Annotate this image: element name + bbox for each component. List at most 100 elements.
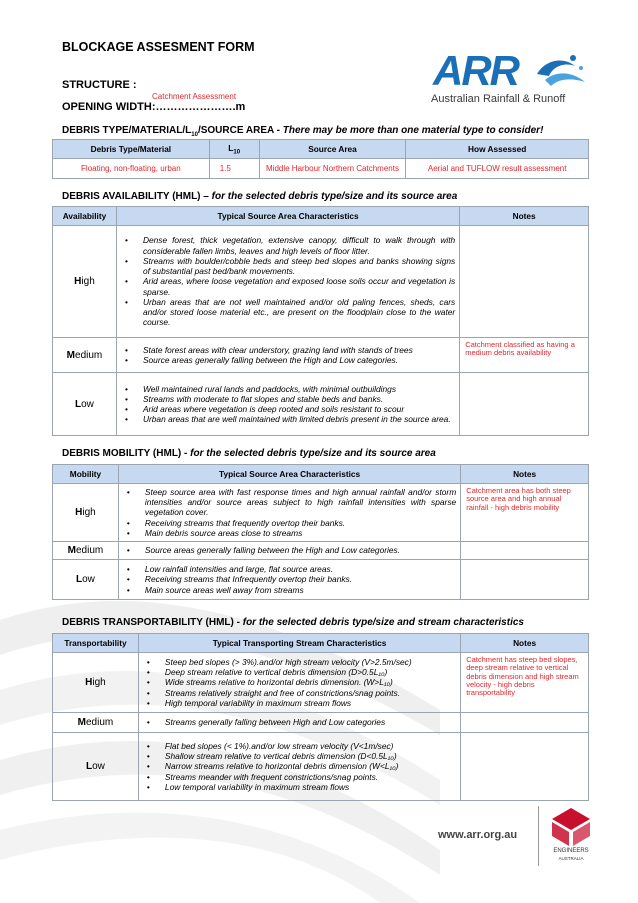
notes-cell[interactable] <box>459 225 589 338</box>
opening-width-annotation: Catchment Assessment <box>152 92 237 101</box>
footer-org-line2: AUSTRALIA <box>558 856 584 861</box>
table-row: High Steep source area with fast respons… <box>52 483 589 542</box>
col-l10: L10 <box>208 139 260 159</box>
arr-logo: ARR Australian Rainfall & Runoff <box>425 47 590 110</box>
footer-url[interactable]: www.arr.org.au <box>438 829 518 841</box>
list-item: Steep source area with fast response tim… <box>125 487 456 518</box>
table-row: High Steep bed slopes (> 3%).and/or high… <box>52 652 589 713</box>
level-high: High <box>52 652 139 713</box>
list-item: Dense forest, thick vegetation, extensiv… <box>123 235 455 256</box>
characteristics-list: Well maintained rural lands and paddocks… <box>117 382 459 427</box>
level-high: High <box>52 483 119 542</box>
col-notes: Notes <box>460 464 589 484</box>
debris-type-heading: DEBRIS TYPE/MATERIAL/L10/SOURCE AREA - T… <box>62 125 544 138</box>
logo-text: ARR <box>432 48 521 94</box>
transportability-table: Transportability Typical Transporting St… <box>52 633 589 801</box>
list-item: Deep stream relative to vertical debris … <box>145 667 456 678</box>
table-row: Floating, non-floating, urban 1.5 Middle… <box>52 158 589 179</box>
structure-label: STRUCTURE : <box>62 79 137 91</box>
col-notes: Notes <box>459 206 589 226</box>
list-item: Low temporal variability in maximum stre… <box>145 782 456 793</box>
list-item: Shallow stream relative to vertical debr… <box>145 751 456 762</box>
table-row: Low Well maintained rural lands and padd… <box>52 372 589 436</box>
list-item: High temporal variability in maximum str… <box>145 698 456 709</box>
level-low: Low <box>52 372 117 436</box>
notes-cell[interactable] <box>459 372 589 436</box>
l10-value[interactable]: 1.5 <box>208 158 260 179</box>
level-medium: Medium <box>52 541 119 560</box>
level-medium: Medium <box>52 337 117 373</box>
list-item: Streams generally falling between High a… <box>145 717 456 728</box>
notes-cell[interactable] <box>460 712 589 733</box>
list-item: Narrow streams relative to horizontal de… <box>145 761 456 772</box>
list-item: Receiving streams that Infrequently over… <box>125 574 456 585</box>
col-notes: Notes <box>460 633 589 653</box>
level-medium: Medium <box>52 712 139 733</box>
col-transportability: Transportability <box>52 633 139 653</box>
availability-table: Availability Typical Source Area Charact… <box>52 206 589 436</box>
list-item: Source areas generally falling between t… <box>125 545 456 556</box>
list-item: Arid areas where vegetation is deep root… <box>123 404 455 415</box>
characteristics-list: Source areas generally falling between t… <box>119 543 460 557</box>
engineers-australia-mark <box>552 808 590 846</box>
list-item: Streams with boulder/cobble beds and ste… <box>123 256 455 277</box>
col-source-area: Source Area <box>258 139 407 159</box>
transportability-heading: DEBRIS TRANSPORTABILITY (HML) - for the … <box>62 617 524 628</box>
notes-cell[interactable]: Catchment has steep bed slopes, deep str… <box>460 652 589 713</box>
col-debris-type: Debris Type/Material <box>52 139 210 159</box>
characteristics-list: Low rainfall intensities and large, flat… <box>119 562 460 597</box>
list-item: Well maintained rural lands and paddocks… <box>123 384 455 395</box>
debris-type-table: Debris Type/Material L10 Source Area How… <box>52 139 589 179</box>
list-item: Flat bed slopes (< 1%).and/or low stream… <box>145 741 456 752</box>
characteristics-list: Streams generally falling between High a… <box>139 715 460 729</box>
notes-cell[interactable] <box>460 559 589 600</box>
characteristics-list: Flat bed slopes (< 1%).and/or low stream… <box>139 739 460 794</box>
table-row: Medium Streams generally falling between… <box>52 712 589 733</box>
list-item: Source areas generally falling between t… <box>123 355 455 366</box>
col-availability: Availability <box>52 206 117 226</box>
col-characteristics: Typical Source Area Characteristics <box>115 206 461 226</box>
characteristics-list: Dense forest, thick vegetation, extensiv… <box>117 233 459 329</box>
how-assessed-value[interactable]: Aerial and TUFLOW result assessment <box>405 158 589 179</box>
list-item: Streams relatively straight and free of … <box>145 688 456 699</box>
source-area-value[interactable]: Middle Harbour Northern Catchments <box>258 158 407 179</box>
col-how-assessed: How Assessed <box>405 139 589 159</box>
col-characteristics: Typical Transporting Stream Characterist… <box>137 633 462 653</box>
footer-divider <box>538 806 539 866</box>
mobility-table: Mobility Typical Source Area Characteris… <box>52 464 589 600</box>
footer-org-line1: ENGINEERS <box>553 848 589 854</box>
opening-width-field[interactable]: OPENING WIDTH:………………….m Catchment Assess… <box>62 92 246 113</box>
level-high: High <box>52 225 117 338</box>
col-characteristics: Typical Source Area Characteristics <box>117 464 462 484</box>
list-item: Wide streams relative to horizontal debr… <box>145 677 456 688</box>
notes-cell[interactable] <box>460 732 589 801</box>
mobility-heading: DEBRIS MOBILITY (HML) - for the selected… <box>62 448 436 459</box>
list-item: Steep bed slopes (> 3%).and/or high stre… <box>145 657 456 668</box>
col-mobility: Mobility <box>52 464 119 484</box>
characteristics-list: Steep source area with fast response tim… <box>119 485 460 540</box>
list-item: Receiving streams that frequently overto… <box>125 518 456 529</box>
table-row: Medium Source areas generally falling be… <box>52 541 589 560</box>
debris-type-value[interactable]: Floating, non-floating, urban <box>52 158 210 179</box>
table-row: Low Flat bed slopes (< 1%).and/or low st… <box>52 732 589 801</box>
list-item: Streams meander with frequent constricti… <box>145 772 456 783</box>
notes-cell[interactable]: Catchment area has both steep source are… <box>460 483 589 542</box>
table-row: Medium State forest areas with clear und… <box>52 337 589 373</box>
list-item: Low rainfall intensities and large, flat… <box>125 564 456 575</box>
notes-cell[interactable] <box>460 541 589 560</box>
logo-subtitle: Australian Rainfall & Runoff <box>431 93 566 105</box>
opening-width-label: OPENING WIDTH:………………….m <box>62 101 246 113</box>
list-item: State forest areas with clear understory… <box>123 345 455 356</box>
level-low: Low <box>52 559 119 600</box>
characteristics-list: State forest areas with clear understory… <box>117 343 459 368</box>
table-row: High Dense forest, thick vegetation, ext… <box>52 225 589 338</box>
availability-heading: DEBRIS AVAILABILITY (HML) – for the sele… <box>62 191 458 202</box>
engineers-australia-logo: ENGINEERS AUSTRALIA <box>546 806 596 866</box>
list-item: Main debris source areas close to stream… <box>125 528 456 539</box>
level-low: Low <box>52 732 139 801</box>
arr-logo-mark: ARR <box>432 47 585 94</box>
list-item: Main source areas well away from streams <box>125 585 456 596</box>
list-item: Streams with moderate to flat slopes and… <box>123 394 455 405</box>
notes-cell[interactable]: Catchment classified as having a medium … <box>459 337 589 373</box>
